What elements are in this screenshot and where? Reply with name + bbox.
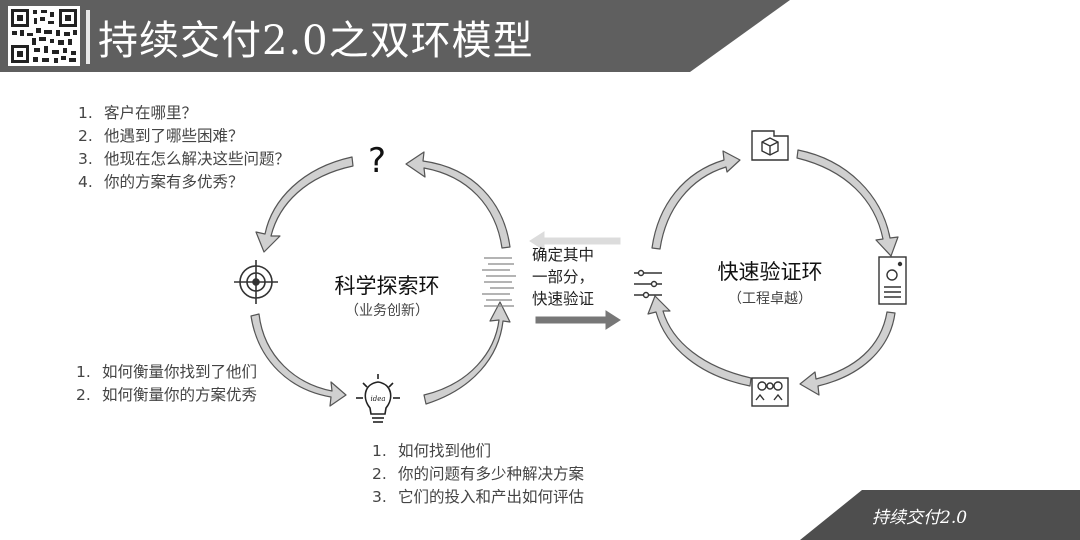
explore-loop-subtitle: （业务创新）: [345, 303, 429, 319]
explore-loop-arrows: [250, 151, 511, 407]
arrow-package-to-server: [796, 149, 899, 257]
package-box-icon: [751, 130, 789, 161]
middle-arrows: [529, 231, 621, 330]
middle-note-line: 一部分，: [532, 268, 595, 286]
footer-text: 持续交付2.0: [872, 508, 968, 528]
verify-loop-arrows: [647, 149, 899, 396]
list-item: 2.如何衡量你的方案优秀: [76, 386, 258, 404]
list-item: 2.他遇到了哪些困难？: [78, 127, 244, 145]
arrow-server-to-dashboard: [799, 311, 896, 396]
arrow-spec-to-question: [405, 151, 511, 249]
arrow-question-to-target: [255, 156, 354, 253]
middle-note: 确定其中 一部分， 快速验证: [532, 244, 628, 310]
arrow-target-to-bulb: [250, 313, 347, 407]
idea-questions-list: 1.如何找到他们 2.你的问题有多少种解决方案 3.它们的投入和产出如何评估: [372, 440, 584, 509]
list-item: 2.你的问题有多少种解决方案: [372, 465, 585, 483]
list-item: 1.客户在哪里？: [78, 104, 198, 122]
svg-text:idea: idea: [370, 395, 385, 403]
arrow-to-explore: [529, 231, 621, 251]
spec-lines-icon: [482, 257, 516, 307]
target-icon: [234, 260, 278, 304]
dashboard-icon: [751, 377, 789, 407]
title-bar: [0, 0, 790, 72]
server-icon: [878, 256, 907, 305]
question-mark-icon: ?: [368, 141, 386, 181]
title-divider: [86, 10, 90, 64]
middle-note-line: 快速验证: [532, 290, 595, 308]
list-item: 3.它们的投入和产出如何评估: [372, 488, 585, 506]
verify-loop-title: 快速验证环: [717, 260, 823, 284]
arrow-sliders-to-package: [651, 150, 741, 250]
list-item: 1.如何衡量你找到了他们: [76, 363, 258, 381]
list-item: 1.如何找到他们: [372, 442, 492, 460]
list-item: 4.你的方案有多优秀？: [78, 173, 244, 191]
arrow-dashboard-to-sliders: [647, 295, 752, 387]
measure-questions-list: 1.如何衡量你找到了他们 2.如何衡量你的方案优秀: [76, 361, 257, 407]
arrow-to-verify: [535, 310, 621, 330]
lightbulb-icon: idea: [356, 374, 400, 423]
list-item: 3.他现在怎么解决这些问题？: [78, 150, 291, 168]
verify-loop-subtitle: （工程卓越）: [728, 291, 812, 307]
page-title: 持续交付2.0之双环模型: [98, 18, 534, 64]
sliders-icon: [634, 269, 662, 299]
middle-note-line: 确定其中: [532, 246, 595, 264]
explore-loop-title: 科学探索环: [334, 274, 440, 298]
arrow-bulb-to-spec: [423, 301, 511, 405]
customer-questions-list: 1.客户在哪里？ 2.他遇到了哪些困难？ 3.他现在怎么解决这些问题？ 4.你的…: [78, 102, 290, 194]
qr-code-icon: [8, 6, 80, 66]
